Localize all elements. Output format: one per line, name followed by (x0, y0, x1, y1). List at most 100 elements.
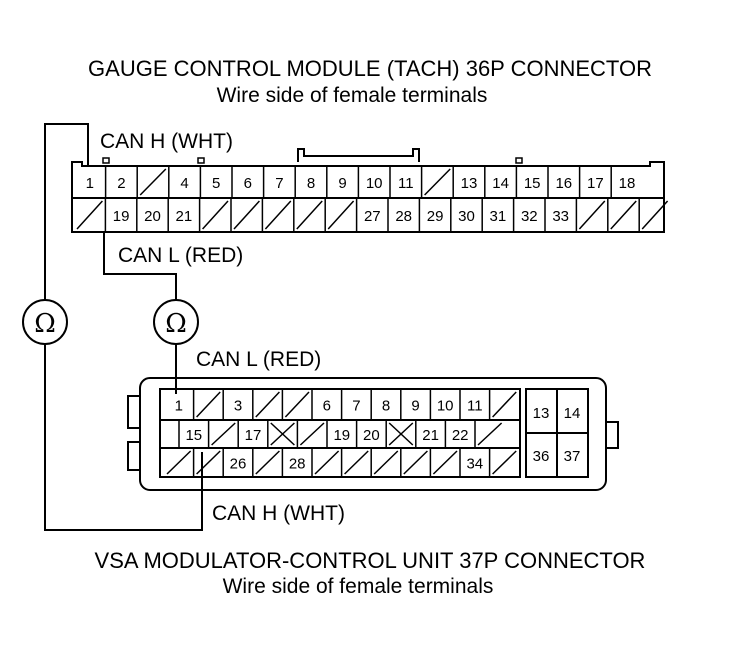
can-h-wire (44, 344, 203, 531)
terminal: 3 (234, 398, 242, 415)
terminal: 19 (113, 208, 130, 225)
ohmmeter-circle (153, 299, 199, 345)
empty-terminal (477, 422, 503, 446)
terminal: 33 (552, 208, 569, 225)
can-l-label-top: CAN L (RED) (118, 244, 243, 267)
empty-terminal (299, 422, 325, 446)
terminal: 15 (524, 175, 541, 192)
terminal: 21 (176, 208, 193, 225)
empty-terminal (403, 450, 428, 475)
terminal: 9 (411, 398, 419, 415)
terminal: 7 (275, 175, 283, 192)
empty-terminal (202, 200, 229, 230)
empty-terminal (373, 450, 399, 475)
top-connector: 1 2 4 5 6 7 8 9 10 11 13 14 15 16 17 18 19 20 21 27 28 29 30 3… (71, 148, 669, 233)
ohm-icon: Ω (34, 309, 56, 339)
terminal: 27 (364, 208, 381, 225)
terminal: 21 (422, 427, 439, 444)
terminal: 13 (461, 175, 478, 192)
empty-terminal (196, 450, 221, 475)
can-l-label-bottom: CAN L (RED) (196, 348, 321, 371)
terminal: 20 (144, 208, 161, 225)
empty-terminal (578, 200, 606, 230)
empty-terminal (492, 391, 517, 418)
ohmmeter-left: Ω (22, 299, 68, 345)
terminal: 26 (230, 456, 247, 473)
terminal: 13 (533, 405, 550, 422)
empty-terminal (424, 168, 451, 196)
empty-terminal (255, 391, 280, 418)
terminal: 19 (333, 427, 350, 444)
terminal: 17 (245, 427, 262, 444)
terminal: 30 (458, 208, 475, 225)
key-nub (197, 157, 205, 164)
empty-terminal (139, 168, 167, 196)
empty-terminal (284, 391, 310, 418)
terminal: 32 (521, 208, 538, 225)
terminal: 22 (452, 427, 469, 444)
terminal: 28 (395, 208, 412, 225)
terminal: 7 (352, 398, 360, 415)
terminal: 1 (175, 398, 183, 415)
empty-terminal (255, 450, 280, 475)
empty-terminal (327, 200, 355, 230)
terminal: 29 (427, 208, 444, 225)
terminal: 28 (289, 456, 306, 473)
empty-terminal (432, 450, 458, 475)
empty-terminal (641, 200, 669, 230)
can-l-wire (103, 232, 177, 300)
terminal: 4 (180, 175, 188, 192)
terminal: 18 (619, 175, 636, 192)
terminal: 16 (555, 175, 572, 192)
terminal: 2 (117, 175, 125, 192)
ohmmeter-right: Ω (153, 299, 199, 345)
terminal: 14 (564, 405, 581, 422)
can-h-wire (44, 123, 89, 300)
empty-terminal (76, 200, 103, 230)
terminal: 1 (86, 175, 94, 192)
terminal: 8 (307, 175, 315, 192)
empty-terminal (264, 200, 292, 230)
terminal: 31 (490, 208, 507, 225)
ohm-icon: Ω (165, 309, 187, 339)
terminal: 17 (587, 175, 604, 192)
can-h-label-top: CAN H (WHT) (100, 130, 233, 153)
terminal: 20 (363, 427, 380, 444)
top-connector-subtitle: Wire side of female terminals (217, 84, 488, 107)
empty-terminal (211, 422, 236, 446)
can-h-label-bottom: CAN H (WHT) (212, 502, 345, 525)
terminal: 5 (212, 175, 220, 192)
bottom-connector-title: VSA MODULATOR-CONTROL UNIT 37P CONNECTOR (95, 548, 646, 573)
empty-terminal (314, 450, 340, 475)
terminal: 11 (398, 175, 414, 192)
empty-terminal (166, 450, 192, 475)
terminal: 15 (185, 427, 202, 444)
empty-terminal (196, 391, 221, 418)
blocked-terminal (388, 422, 414, 446)
top-connector-title: GAUGE CONTROL MODULE (TACH) 36P CONNECTO… (88, 56, 652, 81)
terminal: 14 (492, 175, 509, 192)
empty-terminal (296, 200, 323, 230)
key-nub (102, 157, 110, 164)
terminal: 9 (338, 175, 346, 192)
terminal: 10 (366, 175, 383, 192)
wires (44, 123, 203, 531)
key-nub (515, 157, 523, 164)
terminal: 8 (382, 398, 390, 415)
bottom-connector-subtitle: Wire side of female terminals (223, 575, 494, 598)
terminal: 6 (244, 175, 252, 192)
empty-terminal (233, 200, 260, 230)
ohmmeter-circle (22, 299, 68, 345)
terminal: 37 (564, 448, 581, 465)
empty-terminal (344, 450, 369, 475)
empty-terminal (492, 450, 517, 475)
blocked-terminal (270, 422, 295, 446)
empty-terminal (610, 200, 637, 230)
terminal: 6 (323, 398, 331, 415)
terminal: 36 (533, 448, 550, 465)
terminal: 11 (467, 398, 483, 415)
terminal: 10 (437, 398, 454, 415)
terminal: 34 (466, 456, 483, 473)
